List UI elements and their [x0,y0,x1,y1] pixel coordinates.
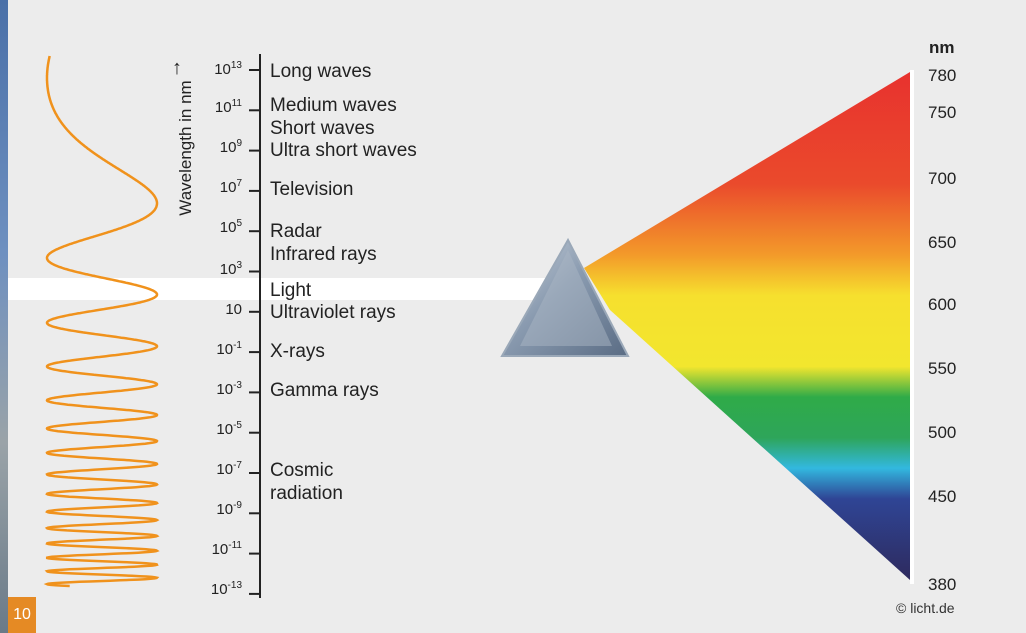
wavelength-wave [43,55,160,588]
tick-label: 105 [219,218,242,236]
tick-label: 10-7 [216,460,242,478]
tick-label: 10-3 [216,380,242,398]
nm-scale-unit: nm [929,38,955,57]
tick-label: 109 [219,138,242,156]
radiation-label: Infrared rays [270,244,377,265]
radiation-label: Gamma rays [270,380,379,401]
page-number-badge: 10 [8,597,36,633]
tick-label: 103 [219,260,242,278]
copyright-notice: © licht.de [896,600,955,616]
tick-label: 10-1 [216,340,242,358]
radiation-label: Radar [270,221,322,242]
radiation-label: radiation [270,483,343,504]
tick-label: 10-9 [216,500,242,518]
nm-scale-label: 650 [928,233,957,252]
nm-scale-label: 750 [928,103,957,122]
tick-label: 1013 [214,60,242,78]
radiation-label: Cosmic [270,460,334,481]
light-highlight-band [8,278,548,300]
nm-scale-label: 780 [928,66,957,85]
radiation-label: Long waves [270,61,372,82]
tick-label: 10-11 [211,540,242,558]
tick-label: 1011 [214,98,242,116]
wavelength-axis-ticks [249,69,260,595]
nm-scale-label: 600 [928,295,957,314]
nm-scale-label: 500 [928,423,957,442]
tick-label: 107 [219,178,242,196]
spectrum-fan [584,72,910,580]
radiation-label: Television [270,179,354,200]
nm-scale-label: 380 [928,575,957,594]
radiation-label: Light [270,280,312,301]
radiation-label: Ultraviolet rays [270,302,396,323]
axis-arrow: ↑ [172,57,182,79]
tick-label: 10-5 [216,420,242,438]
radiation-label: Ultra short waves [270,140,417,161]
nm-scale-label: 550 [928,359,957,378]
nm-scale-label: 700 [928,169,957,188]
radiation-label: X-rays [270,341,325,362]
tick-label: 10 [225,301,242,318]
radiation-label: Short waves [270,118,375,139]
tick-label: 10-13 [210,580,242,598]
radiation-label: Medium waves [270,95,397,116]
nm-scale-label: 450 [928,487,957,506]
left-edge-strip [0,0,8,633]
prism-highlight [520,250,612,346]
